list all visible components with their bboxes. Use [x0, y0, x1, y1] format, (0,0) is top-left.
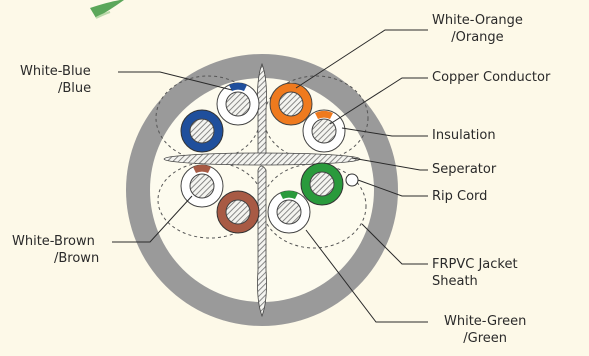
label-white-orange: White-Orange /Orange	[432, 13, 523, 45]
leader-lines	[112, 29, 428, 323]
conductor-brown	[216, 190, 260, 234]
logo-fragment-icon	[90, 0, 124, 19]
label-white-blue: White-Blue /Blue	[20, 64, 92, 96]
conductor-blue	[180, 109, 224, 153]
conductor-white-green	[267, 190, 311, 234]
conductor-white-blue	[216, 82, 260, 126]
label-copper-conductor: Copper Conductor	[432, 70, 551, 85]
label-white-green: White-Green /Green	[444, 314, 527, 346]
label-insulation: Insulation	[432, 128, 496, 143]
label-rip-cord: Rip Cord	[432, 189, 488, 204]
conductor-orange	[269, 82, 313, 126]
rip-cord	[345, 173, 359, 187]
label-separator: Seperator	[432, 162, 497, 177]
label-jacket-sheath: FRPVC Jacket Sheath	[432, 257, 518, 289]
conductor-white-orange	[302, 109, 346, 153]
conductor-green	[300, 162, 344, 206]
label-white-brown: White-Brown /Brown	[12, 234, 100, 266]
